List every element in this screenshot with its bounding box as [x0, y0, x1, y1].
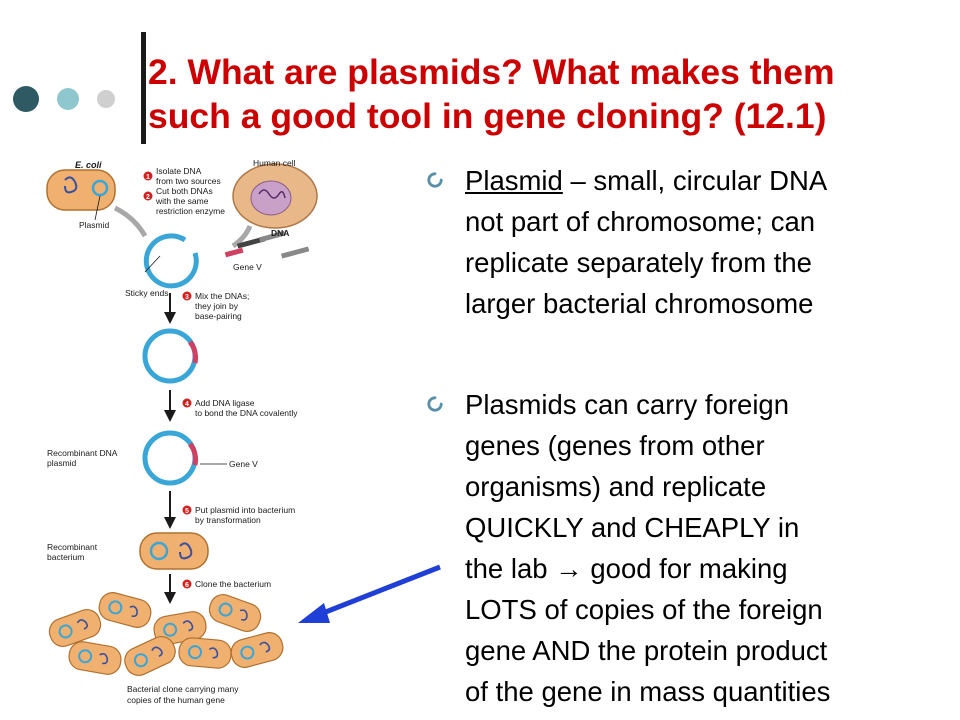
title-line: such a good tool in gene cloning? (12.1): [148, 96, 827, 136]
bullet-text: good for making: [582, 553, 788, 584]
step-text: Cut both DNAs: [156, 186, 213, 196]
clone-caption: copies of the human gene: [127, 695, 225, 705]
human-cell-label: Human cell: [253, 158, 296, 168]
leader-line: [94, 195, 101, 221]
gene-insert: [187, 442, 199, 466]
arrow-right-icon: →: [555, 553, 583, 584]
bullet-line: QUICKLY and CHEAPLY in: [465, 512, 800, 543]
step-badge: [182, 505, 192, 515]
recombinant-bacterium-label: Recombinant: [47, 542, 98, 552]
decorative-dot-dark: [13, 86, 39, 112]
step-text: with the same: [155, 196, 209, 206]
recombinant-bacterium-label: bacterium: [47, 552, 84, 562]
bullet-line: gene AND the protein product: [465, 635, 828, 666]
gray-arrow: [113, 205, 148, 238]
dna-label: DNA: [271, 228, 289, 238]
bullet-icon: [427, 396, 443, 412]
step-text: restriction enzyme: [156, 206, 225, 216]
gene-v-label: Gene V: [233, 262, 262, 272]
bullet-list: Plasmid – small, circular DNA not part o…: [427, 160, 952, 712]
blue-pointer-arrow: [298, 564, 441, 623]
gene-cloning-diagram: E. coli Plasmid Human cell 1 Isolate DNA…: [46, 158, 318, 705]
bullet-icon: [427, 172, 443, 188]
title-divider-bar: [141, 32, 146, 144]
step-number: 5: [185, 508, 189, 515]
sticky-ends-label: Sticky ends: [125, 288, 168, 298]
step-number: 4: [185, 401, 189, 408]
recombinant-dna-plasmid-label: Recombinant DNA: [47, 448, 118, 458]
plasmid-term: Plasmid: [465, 165, 563, 196]
gene-v-label: Gene V: [229, 459, 258, 469]
step-badge: [182, 579, 192, 589]
decorative-dot-gray: [97, 90, 115, 108]
bullet-line: organisms) and replicate: [465, 471, 767, 502]
bullet-line: not part of chromosome; can: [465, 206, 816, 237]
step-badge: [143, 171, 153, 181]
gray-arrow: [231, 224, 253, 249]
step-text: to bond the DNA covalently: [195, 408, 298, 418]
step-text: Isolate DNA: [156, 166, 202, 176]
bullet-line: Plasmids can carry foreign: [465, 389, 790, 420]
step-badge: [143, 191, 153, 201]
step-text: from two sources: [156, 176, 221, 186]
bullet-text: – small, circular DNA: [562, 165, 828, 196]
bullet-line: the lab → good for making: [465, 548, 952, 589]
slide-title: 2. What are plasmids? What makes them su…: [148, 50, 953, 138]
bullet-line: LOTS of copies of the foreign: [465, 594, 823, 625]
bullet-text: the lab: [465, 553, 556, 584]
step-text: Put plasmid into bacterium: [195, 505, 295, 515]
step-number: 2: [146, 194, 150, 201]
ecoli-label: E. coli: [75, 160, 102, 170]
step-number: 1: [146, 174, 150, 181]
step-number: 3: [185, 294, 189, 301]
cut-plasmid: [143, 233, 199, 289]
bullet-line: replicate separately from the: [465, 247, 812, 278]
step-text: by transformation: [195, 515, 261, 525]
step-text: Mix the DNAs;: [195, 291, 249, 301]
recombinant-bacterium: [139, 532, 209, 570]
step-badge: [182, 398, 192, 408]
step-badge: [182, 291, 192, 301]
bacterial-clone-cluster: [48, 592, 284, 677]
leader-line: [144, 255, 161, 273]
decorative-dot-teal: [57, 88, 79, 110]
bullet-line: genes (genes from other: [465, 430, 765, 461]
recombinant-plasmid: [142, 430, 198, 486]
bullet-line: larger bacterial chromosome: [465, 288, 814, 319]
bullet-line: Plasmid – small, circular DNA: [465, 160, 952, 201]
dna-fragments: [224, 230, 310, 259]
step-text: Clone the bacterium: [195, 579, 271, 589]
ecoli-bacterium: [46, 169, 116, 211]
bullet-item: Plasmid – small, circular DNA not part o…: [427, 160, 952, 324]
bullet-line: of the gene in mass quantities: [465, 676, 831, 707]
title-line: 2. What are plasmids? What makes them: [148, 52, 835, 92]
clone-caption: Bacterial clone carrying many: [127, 684, 239, 694]
joined-plasmid: [142, 328, 198, 384]
step-text: Add DNA ligase: [195, 398, 255, 408]
step-text: base-pairing: [195, 311, 242, 321]
gene-insert: [187, 340, 199, 364]
bullet-item: Plasmids can carry foreign genes (genes …: [427, 384, 952, 712]
recombinant-dna-plasmid-label: plasmid: [47, 458, 77, 468]
plasmid-label: Plasmid: [79, 220, 110, 230]
human-cell: [232, 163, 318, 229]
step-text: they join by: [195, 301, 239, 311]
step-number: 6: [185, 582, 189, 589]
